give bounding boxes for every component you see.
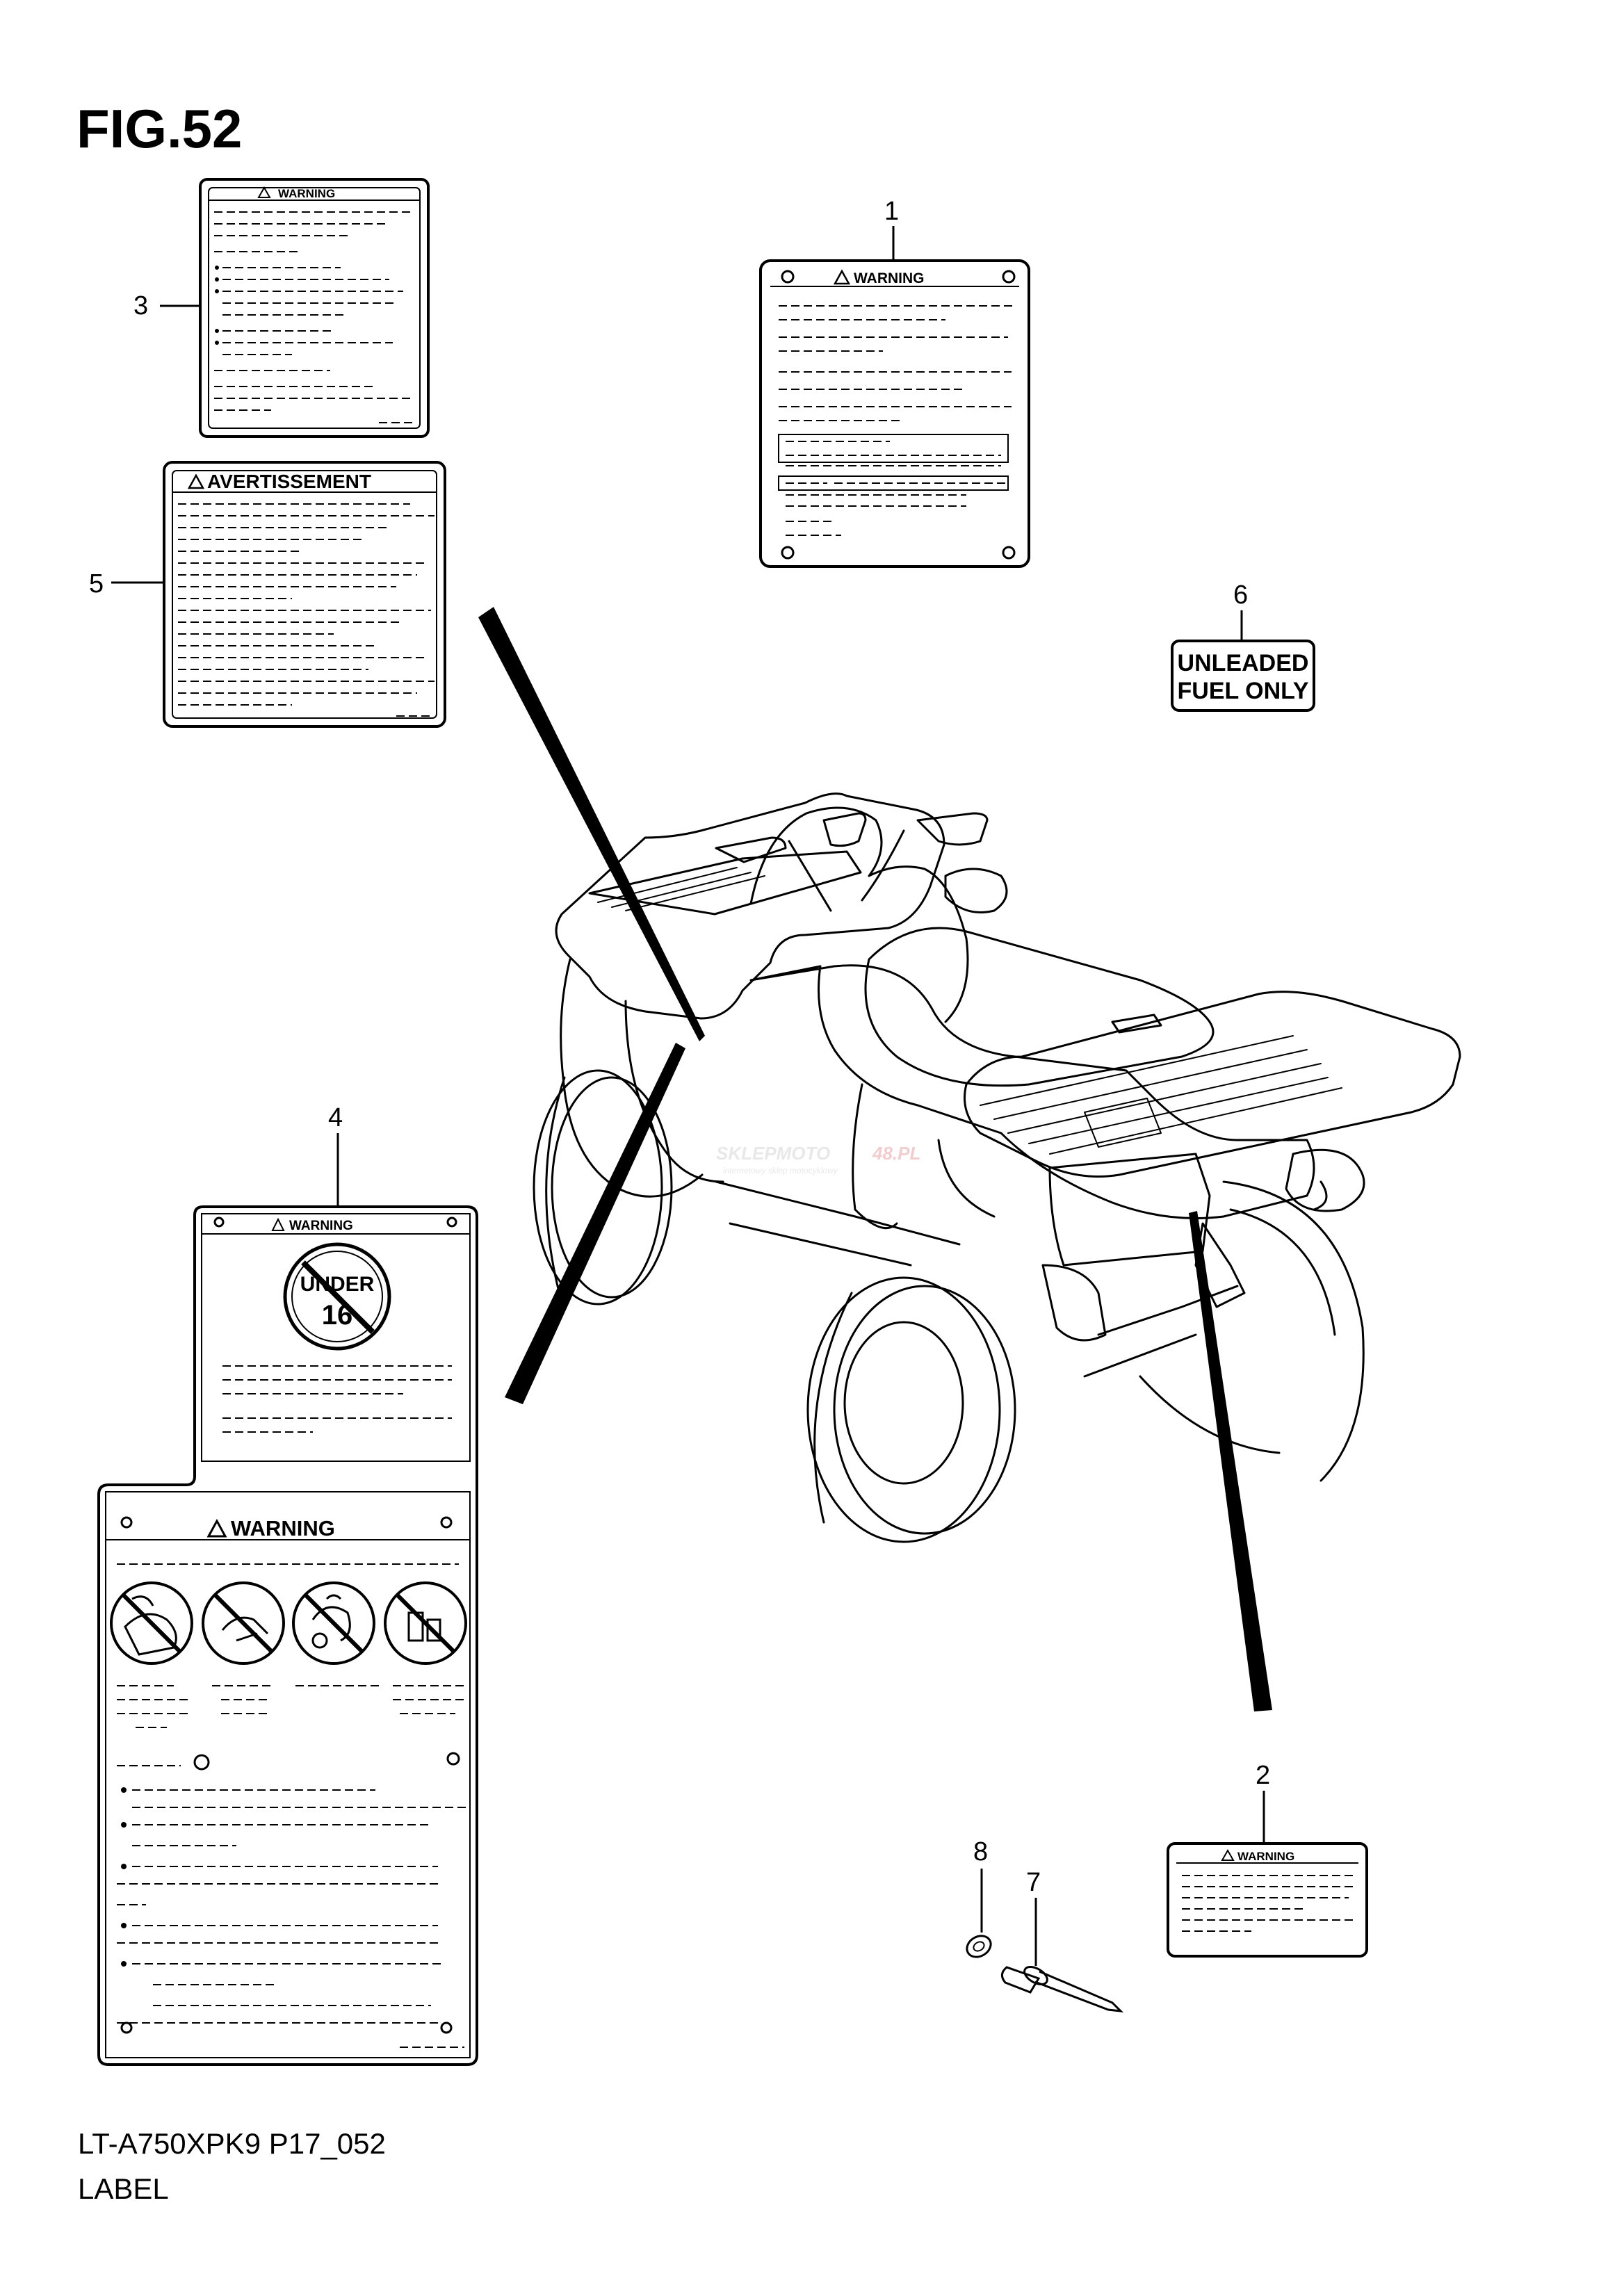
- label-2-heading: WARNING: [1237, 1850, 1294, 1863]
- label-6-line2: FUEL ONLY: [1178, 678, 1309, 704]
- warning-triangle-icon: [206, 1518, 227, 1538]
- label-5-text-lines: [178, 503, 435, 717]
- label-4-bottom: WARNING: [105, 1491, 471, 2058]
- label-3-text-lines: [214, 211, 416, 423]
- under-text: UNDER: [300, 1273, 375, 1296]
- label-1-heading: WARNING: [854, 270, 925, 286]
- watermark-suffix: 48.PL: [872, 1143, 920, 1164]
- label-4: WARNING UNDER 16: [97, 1205, 478, 2066]
- watermark: SKLEPMOTO 48.PL internetowy sklep motocy…: [716, 1143, 920, 1176]
- label-2: WARNING: [1167, 1842, 1368, 1958]
- label-1-text-lines: [779, 305, 1015, 536]
- no-drinking-icon: [292, 1581, 375, 1665]
- label-6: UNLEADED FUEL ONLY: [1171, 640, 1315, 712]
- warning-triangle-icon: [1221, 1848, 1235, 1861]
- label-6-line1: UNLEADED: [1178, 650, 1309, 676]
- pointer-to-label-4: [505, 1043, 685, 1404]
- label-1: WARNING: [759, 259, 1030, 568]
- model-code: LT-A750XPK9 P17_052: [78, 2127, 386, 2160]
- label-4-top-text-lines: [222, 1365, 452, 1433]
- warning-triangle-icon: [833, 269, 851, 285]
- figure-title: FIG.52: [76, 98, 243, 159]
- rivet-part-7: [1001, 1966, 1124, 2012]
- callout-8: 8: [973, 1837, 988, 1866]
- label-5-heading: AVERTISSEMENT: [207, 471, 371, 492]
- label-4-top-heading: WARNING: [289, 1219, 353, 1233]
- callout-7: 7: [1026, 1868, 1041, 1897]
- label-4-bottom-heading: WARNING: [231, 1516, 335, 1540]
- washer-part-8: [966, 1935, 992, 1958]
- label-4-top: WARNING UNDER 16: [201, 1213, 471, 1462]
- warning-triangle-icon: [271, 1217, 285, 1231]
- diagram-caption: LABEL: [78, 2172, 169, 2205]
- no-alcohol-icon: [384, 1581, 467, 1665]
- label-3-heading: WARNING: [278, 187, 335, 200]
- callout-2: 2: [1256, 1761, 1270, 1790]
- callout-4: 4: [328, 1103, 343, 1132]
- watermark-brand: SKLEPMOTO: [716, 1143, 830, 1164]
- callout-6: 6: [1233, 580, 1248, 610]
- watermark-tagline: internetowy sklep motocyklowy: [723, 1166, 838, 1176]
- callout-3: 3: [133, 291, 148, 320]
- label-3: WARNING: [199, 178, 430, 438]
- callout-5: 5: [89, 569, 104, 599]
- pointer-to-label-1: [478, 607, 705, 1041]
- no-passenger-icon: [110, 1581, 193, 1665]
- no-riding-icon: [202, 1581, 285, 1665]
- label-4-bottom-text-lines: [117, 1685, 469, 2048]
- atv-vehicle-drawing: [533, 792, 1461, 1543]
- label-2-text-lines: [1182, 1875, 1356, 1932]
- label-5: AVERTISSEMENT: [163, 461, 446, 728]
- no-sixteen-icon: UNDER 16: [283, 1242, 391, 1351]
- warning-triangle-icon: [257, 186, 271, 198]
- pointer-to-label-2: [1189, 1211, 1272, 1711]
- callout-1: 1: [884, 197, 899, 226]
- warning-triangle-icon: [187, 473, 205, 489]
